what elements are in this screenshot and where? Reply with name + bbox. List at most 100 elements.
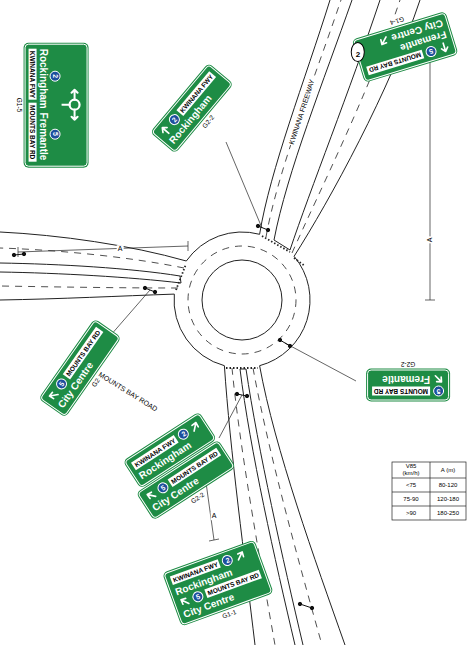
sign-arrow xyxy=(188,419,203,434)
dimension-label: A xyxy=(426,237,434,244)
arrow-stroke xyxy=(180,597,191,606)
route-number: 5 xyxy=(50,128,61,139)
road-edges xyxy=(0,232,186,261)
road-name: MOUNTS BAY ROAD xyxy=(96,370,159,414)
sign-row: RockinghamFremantle xyxy=(38,49,49,162)
arrow-stroke xyxy=(433,374,444,385)
roundabout-symbol xyxy=(62,88,84,122)
sign-posts xyxy=(12,253,15,256)
sign-posts xyxy=(298,602,301,605)
sign-posts xyxy=(266,228,269,231)
arrow-stroke xyxy=(191,422,199,432)
route-number: 2 xyxy=(176,426,191,441)
table-cell: 120-180 xyxy=(436,496,460,503)
destination-text: Rockingham xyxy=(38,49,49,109)
give-way-lines xyxy=(226,367,258,369)
sign-cell: KWINANA FWY xyxy=(28,49,36,100)
route-number: 2 xyxy=(356,50,360,59)
guide-sign: 5MOUNTS BAY RDFremantleG2-2 xyxy=(367,370,449,401)
road-edges xyxy=(240,369,303,645)
sign-code: G2-2 xyxy=(400,360,416,367)
leader-lines xyxy=(219,395,242,438)
speed-table-grid xyxy=(392,462,466,520)
sign-cell: MOUNTS BAY RD xyxy=(28,103,36,161)
table-cell: 80-120 xyxy=(438,482,459,489)
destination-text: Fremantle xyxy=(382,374,430,385)
road-edges xyxy=(274,0,352,240)
give-way-lines xyxy=(262,236,290,252)
guide-sign: 5MOUNTS BAY RDFremantleCity CentreG1-4 xyxy=(353,12,458,81)
route-number: 2 xyxy=(221,553,235,567)
leader-lines xyxy=(110,142,356,438)
sign-panel: 2KWINANA FWYRockingham xyxy=(151,64,232,152)
lane-lines xyxy=(0,286,178,288)
sign-panel: 5MOUNTS BAY RDFremantleCity Centre xyxy=(353,12,458,81)
route-plate: MOUNTS BAY RD xyxy=(366,50,424,75)
road-edges xyxy=(0,263,180,276)
sign-panel: 5MOUNTS BAY RDFremantle xyxy=(367,370,449,401)
road-edges xyxy=(202,260,282,340)
guide-sign: 5MOUNTS BAY RDCity CentreG2-2 xyxy=(40,320,121,417)
sign-posts xyxy=(22,252,25,255)
sign-row: KWINANA FWY MOUNTS BAY RD xyxy=(28,49,36,162)
route-plate: KWINANA FWY xyxy=(28,49,36,100)
arrow-stroke xyxy=(49,391,59,399)
sign-posts xyxy=(310,606,313,609)
road-edges xyxy=(174,294,224,366)
sign-row: 5MOUNTS BAY RD xyxy=(372,386,444,397)
sign-row: Fremantle xyxy=(372,374,444,385)
sign-posts xyxy=(235,392,238,395)
dimension-lines xyxy=(425,58,435,300)
guide-sign: 2KWINANA FWYRockinghamG2-2 xyxy=(151,64,232,152)
lane-lines xyxy=(0,248,184,268)
guide-sign: 25RockinghamFremantleKWINANA FWYMOUNTS B… xyxy=(24,44,87,167)
sign-arrow xyxy=(234,548,248,562)
dimension-label: A xyxy=(211,512,218,520)
sign-posts xyxy=(278,338,281,341)
leader-lines xyxy=(110,290,150,336)
table-cell: <75 xyxy=(405,482,417,489)
destination-text: Fremantle xyxy=(38,113,49,161)
speed-table-grid xyxy=(392,462,466,520)
arrow-stroke xyxy=(379,35,389,46)
arrow-stroke xyxy=(236,550,245,561)
route-number: 5 xyxy=(424,45,438,59)
sign-posts xyxy=(153,290,156,293)
sign-arrow xyxy=(433,374,444,385)
road-edges xyxy=(260,0,330,234)
road-edges xyxy=(0,0,420,645)
sign-row xyxy=(62,49,84,162)
dimension-label: A xyxy=(117,245,124,253)
lane-lines xyxy=(0,0,400,645)
give-way-lines xyxy=(176,264,186,290)
sign-panel: 5MOUNTS BAY RDCity Centre xyxy=(40,320,121,417)
sign-code: G1-5 xyxy=(15,97,22,113)
sign-cell: Fremantle xyxy=(38,112,49,162)
guide-sign: KWINANA FWY2Rockingham5MOUNTS BAY RDCity… xyxy=(163,541,272,626)
sign-panel: 25RockinghamFremantleKWINANA FWYMOUNTS B… xyxy=(24,44,87,167)
give-way-lines xyxy=(294,258,305,266)
sign-posts xyxy=(143,286,146,289)
arrow-stroke xyxy=(147,491,157,499)
table-cell: >90 xyxy=(405,510,417,517)
road-edges xyxy=(260,366,345,645)
sign-arrow xyxy=(377,34,391,48)
sign-row: 25 xyxy=(50,49,61,162)
arrow-stroke xyxy=(440,42,449,52)
table-header: A (m) xyxy=(440,467,456,474)
route-plate: MOUNTS BAY RD xyxy=(372,387,430,395)
table-header: V85 (km/h) xyxy=(398,463,424,476)
lane-lines xyxy=(188,246,296,354)
route-number: 2 xyxy=(50,71,61,82)
table-cell: 180-250 xyxy=(436,510,460,517)
symbol-arms xyxy=(62,90,78,120)
sign-arrow xyxy=(438,41,452,55)
sign-posts xyxy=(288,344,291,347)
symbol-ring xyxy=(70,100,80,110)
route-plate: MOUNTS BAY RD xyxy=(28,103,36,161)
road-edges xyxy=(0,272,181,283)
table-cell: 75-90 xyxy=(402,496,419,503)
sign-cell: Rockingham xyxy=(38,49,49,109)
sign-cell xyxy=(62,49,84,162)
sign-cell: 5 xyxy=(50,107,61,162)
